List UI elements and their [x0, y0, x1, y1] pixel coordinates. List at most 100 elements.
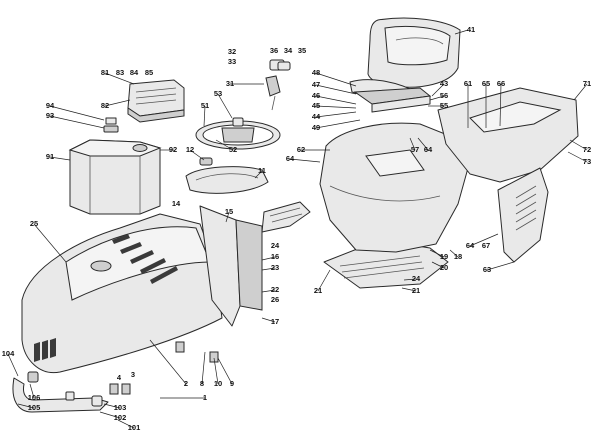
- dash-cover: [185, 157, 269, 194]
- leader-line: [469, 233, 499, 247]
- callout-73: 73: [583, 157, 591, 166]
- callout-63: 63: [483, 265, 491, 274]
- callout-41: 41: [467, 25, 475, 34]
- steering-wheel: [195, 117, 281, 150]
- leader-line: [104, 99, 131, 107]
- callout-52: 52: [229, 145, 237, 154]
- leader-line: [215, 139, 234, 151]
- callout-48: 48: [312, 68, 320, 77]
- callout-17: 17: [271, 317, 279, 326]
- callout-16: 16: [271, 252, 279, 261]
- leader-line: [104, 72, 135, 85]
- grille: [34, 338, 56, 362]
- leader-line: [431, 83, 445, 97]
- callout-32: 32: [228, 47, 236, 56]
- callout-64c: 64: [466, 241, 475, 250]
- steering-column-parts: [265, 59, 291, 111]
- callout-84: 84: [130, 68, 139, 77]
- callout-26: 26: [271, 295, 279, 304]
- seat: [349, 17, 461, 101]
- callout-4: 4: [117, 373, 122, 382]
- leader-line: [429, 95, 445, 101]
- callout-45: 45: [312, 101, 320, 110]
- callout-105: 105: [28, 403, 41, 412]
- callout-25: 25: [30, 219, 38, 228]
- callout-106: 106: [28, 393, 41, 402]
- leader-line: [315, 72, 357, 87]
- leader-line: [49, 115, 105, 129]
- callout-49: 49: [312, 123, 320, 132]
- hood: [21, 213, 223, 374]
- clip-part: [103, 125, 119, 133]
- callout-8: 8: [200, 379, 204, 388]
- leader-line: [203, 105, 206, 127]
- callout-72: 72: [583, 145, 591, 154]
- callout-22: 22: [271, 285, 279, 294]
- callout-47: 47: [312, 80, 320, 89]
- leader-line: [449, 249, 459, 258]
- callout-36: 36: [270, 46, 278, 55]
- leader-line: [29, 383, 35, 399]
- callout-15: 15: [225, 207, 233, 216]
- leader-line: [261, 317, 276, 323]
- callout-14: 14: [172, 199, 181, 208]
- callout-65: 65: [482, 79, 490, 88]
- leader-line: [315, 119, 361, 129]
- callout-94: 94: [46, 101, 55, 110]
- callout-92: 92: [169, 145, 177, 154]
- callout-53: 53: [214, 89, 222, 98]
- footrest: [261, 201, 449, 289]
- callout-35: 35: [298, 46, 306, 55]
- battery-box: [127, 79, 185, 123]
- callout-57: 57: [411, 145, 419, 154]
- callout-31: 31: [226, 79, 234, 88]
- callout-9: 9: [230, 379, 234, 388]
- callout-18: 18: [454, 252, 462, 261]
- leader-line: [499, 83, 502, 127]
- leader-line: [261, 289, 276, 293]
- rear-fender: [437, 87, 579, 263]
- callout-43: 43: [440, 79, 448, 88]
- leader-line: [317, 269, 331, 292]
- body-pan: [319, 122, 469, 253]
- leader-line: [315, 84, 357, 95]
- bracket-part: [105, 117, 117, 125]
- leader-lines: [7, 29, 588, 429]
- leader-line: [225, 211, 230, 223]
- callout-101: 101: [128, 423, 141, 432]
- leader-line: [217, 93, 233, 119]
- callout-64b: 64: [424, 145, 433, 154]
- callout-10: 10: [214, 379, 222, 388]
- leader-line: [189, 149, 205, 161]
- dash-side-panel: [199, 205, 263, 327]
- callout-62: 62: [297, 145, 305, 154]
- leader-line: [103, 403, 121, 409]
- leader-line: [417, 137, 429, 151]
- leader-line: [254, 170, 263, 179]
- leader-line: [201, 351, 206, 385]
- seat-bracket: [353, 87, 432, 113]
- callout-102: 102: [114, 413, 127, 422]
- callout-104: 104: [2, 349, 15, 358]
- callout-1: 1: [203, 393, 207, 402]
- callout-51: 51: [201, 101, 209, 110]
- callout-21a: 21: [314, 286, 322, 295]
- leader-line: [289, 158, 321, 163]
- callout-24a: 24: [271, 241, 280, 250]
- callout-46: 46: [312, 91, 320, 100]
- callout-12: 12: [186, 145, 194, 154]
- callout-103: 103: [114, 403, 127, 412]
- leader-line: [315, 111, 357, 118]
- leader-line: [431, 261, 445, 269]
- leader-line: [17, 403, 35, 409]
- leader-line: [315, 105, 357, 109]
- callout-24b: 24: [412, 274, 421, 283]
- callout-20: 20: [440, 263, 448, 272]
- fuel-tank: [68, 139, 162, 215]
- leader-line: [217, 357, 233, 385]
- fender-grille: [515, 185, 537, 231]
- leader-line: [315, 95, 357, 105]
- leader-line: [486, 261, 515, 271]
- leader-line: [409, 137, 416, 151]
